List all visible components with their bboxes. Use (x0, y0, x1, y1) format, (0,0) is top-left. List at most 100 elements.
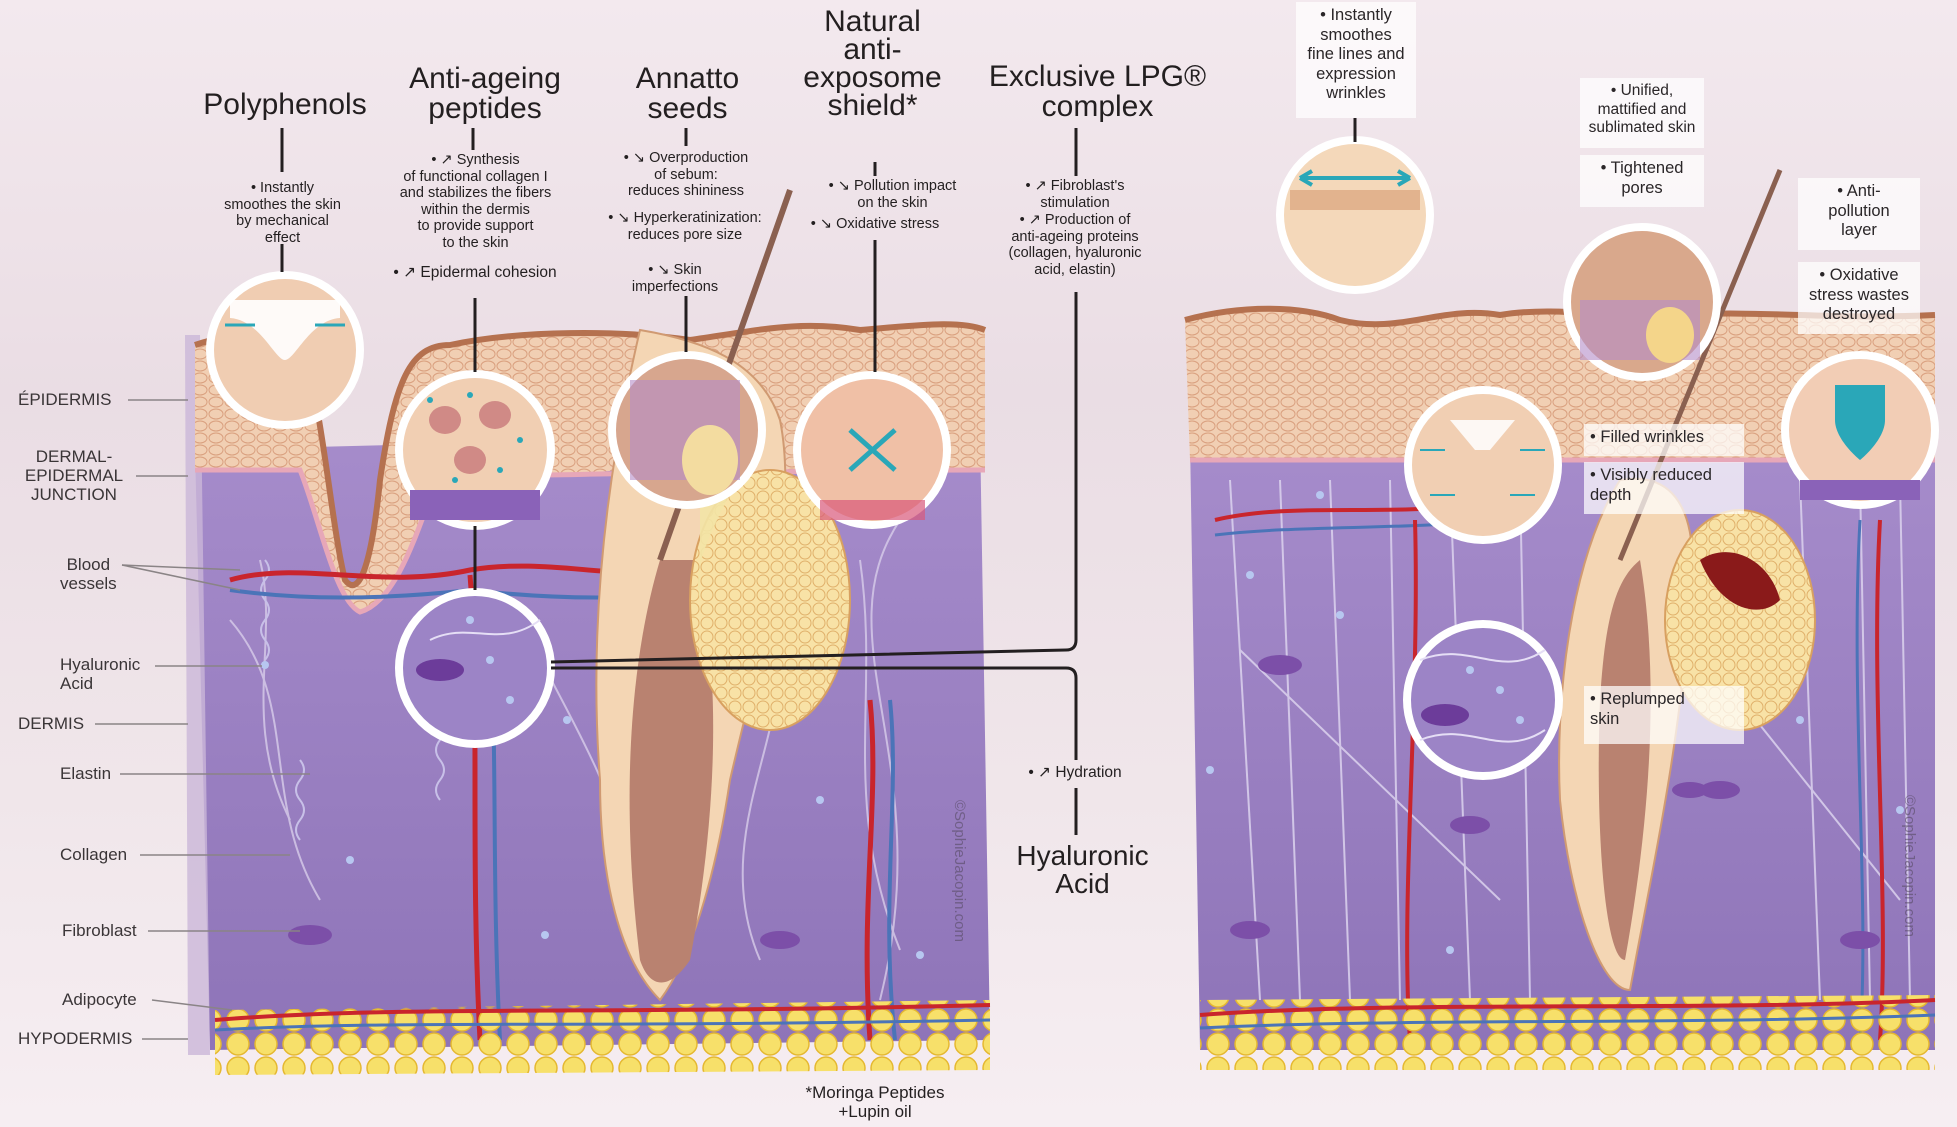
note-annatto-hyperkeratinization: • ↘ Hyperkeratinization: reduces pore si… (585, 210, 785, 243)
label-collagen: Collagen (60, 845, 127, 864)
note-line: stimulation (1000, 195, 1150, 212)
lens-shield (797, 375, 947, 525)
note-line: reduces shininess (596, 183, 776, 200)
label-line: EPIDERMAL (18, 466, 130, 485)
box-line: layer (1804, 221, 1914, 241)
note-line: within the dermis (378, 202, 573, 219)
heading-line: Hyaluronic (995, 842, 1170, 870)
note-line: to the skin (378, 235, 573, 252)
heading-line: Exclusive LPG® (975, 62, 1220, 92)
heading-line: Annatto (600, 64, 775, 94)
note-line: • Instantly (200, 180, 365, 197)
note-line: • ↘ Oxidative stress (800, 216, 950, 233)
label-line: Blood (60, 555, 117, 574)
box-line: • Instantly (1302, 6, 1410, 26)
box-line: pollution (1804, 202, 1914, 222)
note-line: • ↗ Hydration (1010, 765, 1140, 782)
lens-annatto (612, 355, 762, 505)
lens-wrinkle-result (1408, 390, 1558, 540)
label-dermis: DERMIS (18, 714, 84, 733)
result-smooth: • Instantly smoothes fine lines and expr… (1296, 2, 1416, 118)
result-filled-wrinkles: • Filled wrinkles (1584, 424, 1744, 456)
heading-shield: Natural anti- exposome shield* (780, 8, 965, 120)
lens-replumped-result (1407, 624, 1559, 776)
note-line: • ↗ Fibroblast's (1000, 178, 1150, 195)
note-annatto-imperfections: • ↘ Skin imperfections (610, 262, 740, 295)
label-line: DERMAL- (18, 447, 130, 466)
result-tightened: • Tightened pores (1580, 155, 1704, 207)
footnote-line: *Moringa Peptides (775, 1083, 975, 1102)
lens-smooth-result (1280, 140, 1430, 290)
lens-pores-result (1567, 227, 1717, 377)
lens-antipollution-result (1785, 355, 1935, 505)
box-line: depth (1590, 486, 1738, 506)
label-fibroblast: Fibroblast (62, 921, 137, 940)
lens-fibroblast (399, 592, 551, 744)
label-line: Adipocyte (62, 990, 137, 1009)
note-peptides-synthesis: • ↗ Synthesis of functional collagen I a… (378, 152, 573, 251)
credit-right: ©SophieJacopin.com (1901, 795, 1918, 937)
heading-line: Natural (780, 8, 965, 36)
box-line: smoothes (1302, 26, 1410, 46)
heading-line: anti- (780, 36, 965, 64)
label-dermal-epidermal-junction: DERMAL- EPIDERMAL JUNCTION (18, 447, 130, 504)
note-line: acid, elastin) (985, 262, 1165, 279)
note-shield-pollution: • ↘ Pollution impact on the skin (805, 178, 980, 211)
box-line: • Anti- (1804, 182, 1914, 202)
box-line: • Replumped (1590, 690, 1738, 710)
heading-line: shield* (780, 92, 965, 120)
note-line: of functional collagen I (378, 169, 573, 186)
box-line: sublimated skin (1586, 119, 1698, 138)
note-polyphenols: • Instantly smoothes the skin by mechani… (200, 180, 365, 246)
note-lpg-proteins: • ↗ Production of anti-ageing proteins (… (985, 212, 1165, 278)
note-line: smoothes the skin (200, 197, 365, 214)
heading-annatto: Annatto seeds (600, 64, 775, 124)
note-line: imperfections (610, 279, 740, 296)
heading-line: exposome (780, 64, 965, 92)
heading-line: Anti-ageing (385, 64, 585, 94)
box-line: expression (1302, 65, 1410, 85)
label-line: vessels (60, 574, 117, 593)
box-line: • Filled wrinkles (1590, 428, 1738, 448)
lens-polyphenols (210, 275, 360, 425)
result-antipollution: • Anti- pollution layer (1798, 178, 1920, 250)
note-line: by mechanical (200, 213, 365, 230)
heading-lpg: Exclusive LPG® complex (975, 62, 1220, 122)
box-line: • Oxidative (1804, 266, 1914, 286)
note-line: • ↘ Overproduction (596, 150, 776, 167)
heading-peptides: Anti-ageing peptides (385, 64, 585, 124)
note-line: to provide support (378, 218, 573, 235)
label-line: Acid (60, 674, 140, 693)
box-line: • Visibly reduced (1590, 466, 1738, 486)
result-reduced-depth: • Visibly reduced depth (1584, 462, 1744, 514)
note-line: anti-ageing proteins (985, 229, 1165, 246)
result-unified: • Unified, mattified and sublimated skin (1580, 78, 1704, 148)
label-hyaluronic-acid: Hyaluronic Acid (60, 655, 140, 693)
heading-line: Acid (995, 870, 1170, 898)
result-oxidative: • Oxidative stress wastes destroyed (1798, 262, 1920, 334)
note-line: • ↘ Pollution impact (805, 178, 980, 195)
footnote: *Moringa Peptides +Lupin oil (775, 1083, 975, 1121)
label-line: JUNCTION (18, 485, 130, 504)
label-line: DERMIS (18, 714, 84, 733)
note-annatto-sebum: • ↘ Overproduction of sebum: reduces shi… (596, 150, 776, 200)
heading-polyphenols: Polyphenols (185, 90, 385, 120)
note-line: • ↗ Synthesis (378, 152, 573, 169)
footnote-line: +Lupin oil (775, 1102, 975, 1121)
note-line: • ↗ Epidermal cohesion (365, 265, 585, 282)
heading-line: Polyphenols (185, 90, 385, 120)
note-line: effect (200, 230, 365, 247)
credit-left: ©SophieJacopin.com (951, 800, 968, 942)
note-hydration: • ↗ Hydration (1010, 765, 1140, 782)
label-line: HYPODERMIS (18, 1029, 132, 1048)
box-line: pores (1586, 179, 1698, 199)
note-line: • ↘ Hyperkeratinization: (585, 210, 785, 227)
box-line: fine lines and (1302, 45, 1410, 65)
label-line: ÉPIDERMIS (18, 390, 112, 409)
note-peptides-cohesion: • ↗ Epidermal cohesion (365, 265, 585, 282)
box-line: stress wastes (1804, 286, 1914, 306)
heading-hyaluronic: Hyaluronic Acid (995, 842, 1170, 898)
heading-line: peptides (385, 94, 585, 124)
box-line: • Unified, (1586, 82, 1698, 101)
